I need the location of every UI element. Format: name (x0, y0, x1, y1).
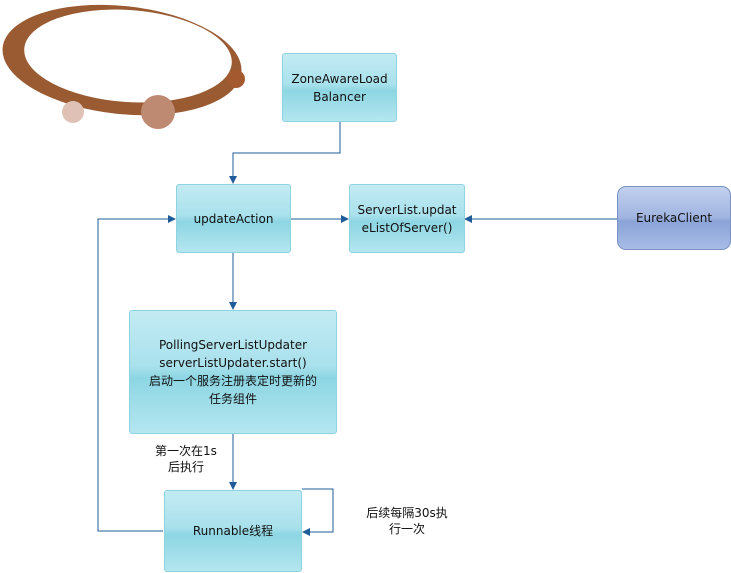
polling-line-3: 启动一个服务注册表定时更新的 (148, 374, 317, 388)
repeat-interval-label: 后续每隔30s执 行一次 (352, 505, 462, 537)
first-run-line-2: 后执行 (167, 460, 204, 474)
logo-dot-large (141, 95, 175, 129)
arrow-runnable-to-update (97, 215, 176, 532)
update-action-node: updateAction (176, 184, 291, 253)
eureka-client-node: EurekaClient (617, 186, 731, 250)
logo-dot-light (62, 101, 84, 123)
zone-aware-line-2: Balancer (313, 89, 366, 104)
polling-line-2: serverListUpdater.start() (159, 356, 307, 370)
eureka-client-label: EurekaClient (635, 211, 713, 225)
server-list-line-2: eListOfServer() (361, 220, 453, 235)
zone-aware-load-balancer-node: ZoneAwareLoad Balancer (282, 53, 397, 122)
logo-dot-small (227, 70, 245, 88)
repeat-line-2: 行一次 (388, 522, 425, 536)
first-run-delay-label: 第一次在1s 后执行 (146, 443, 226, 475)
repeat-line-1: 后续每隔30s执 (366, 506, 448, 520)
runnable-label: Runnable线程 (192, 524, 274, 538)
zone-aware-line-1: ZoneAwareLoad (291, 71, 388, 86)
polling-line-1: PollingServerListUpdater (158, 338, 308, 352)
server-list-line-1: ServerList.updat (357, 202, 457, 217)
polling-server-list-updater-node: PollingServerListUpdater serverListUpdat… (129, 310, 337, 434)
arrow-runnable-self-loop (302, 488, 334, 536)
first-run-line-1: 第一次在1s (155, 444, 217, 458)
arrow-zone-to-update (229, 122, 341, 184)
logo-graphic (2, 4, 245, 129)
update-action-label: updateAction (193, 211, 274, 226)
polling-line-4: 任务组件 (208, 392, 257, 406)
runnable-thread-node: Runnable线程 (164, 490, 302, 572)
server-list-update-node: ServerList.updat eListOfServer() (349, 184, 465, 253)
